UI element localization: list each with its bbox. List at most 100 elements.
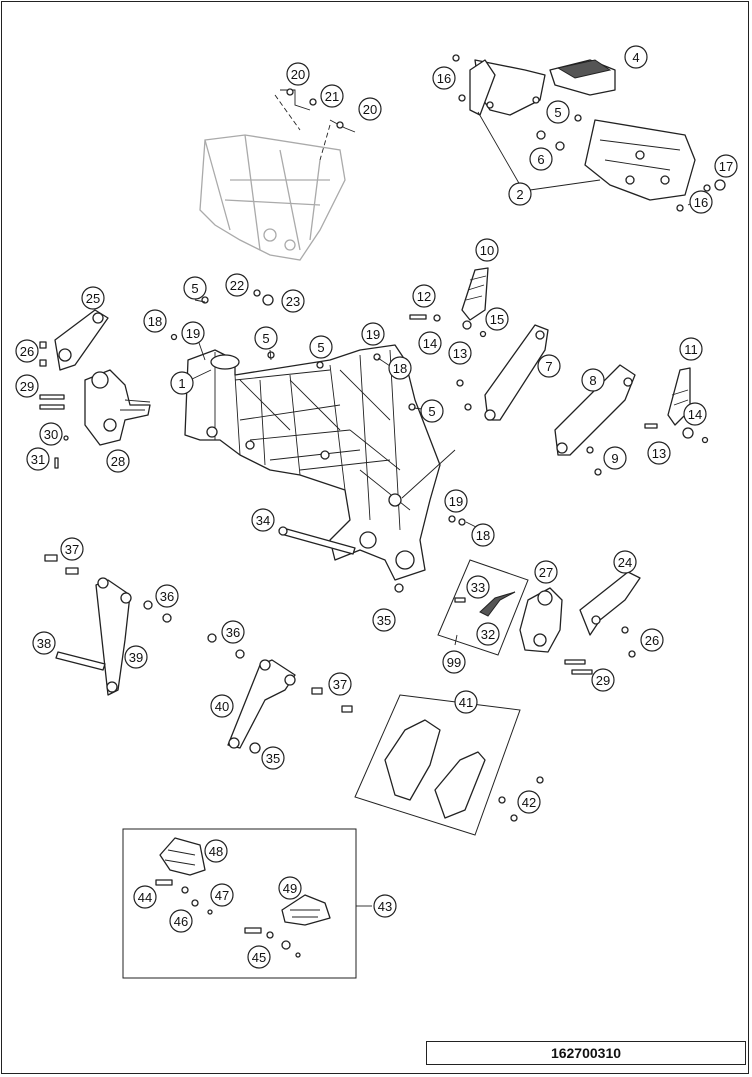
callout-circle [537, 354, 561, 378]
callout-49: 49 [278, 876, 302, 900]
callout-circle [254, 326, 278, 350]
callout-2: 2 [508, 182, 532, 206]
callout-29: 29 [15, 374, 39, 398]
callout-circle [60, 537, 84, 561]
callout-label: 21 [325, 89, 339, 104]
callout-5: 5 [254, 326, 278, 350]
callout-35: 35 [372, 608, 396, 632]
footrest-bracket-left [54, 309, 109, 371]
callout-8: 8 [581, 368, 605, 392]
callout-circle [476, 622, 500, 646]
callout-43: 43 [373, 894, 397, 918]
callout-18: 18 [388, 356, 412, 380]
callout-30: 30 [39, 422, 63, 446]
main-frame [184, 344, 441, 581]
kit-box-99 [437, 559, 529, 656]
footrest-bracket-7 [484, 324, 549, 421]
callout-circle [358, 97, 382, 121]
callout-circle [640, 628, 664, 652]
callout-label: 5 [191, 281, 198, 296]
footrest-bracket-8 [554, 364, 636, 456]
callout-label: 34 [256, 513, 270, 528]
callout-circle [309, 335, 333, 359]
callout-label: 48 [209, 844, 223, 859]
callout-circle [251, 508, 275, 532]
callout-1: 1 [170, 371, 194, 395]
callout-circle [444, 489, 468, 513]
callout-circle [442, 650, 466, 674]
side-cover-4 [549, 59, 616, 96]
callout-circle [475, 238, 499, 262]
leader-lines [189, 111, 699, 529]
callout-circle [143, 309, 167, 333]
ghost-frame-reference [199, 134, 346, 261]
callout-label: 37 [65, 542, 79, 557]
callout-5: 5 [183, 276, 207, 300]
callout-label: 19 [449, 494, 463, 509]
callout-33: 33 [466, 575, 490, 599]
callout-label: 19 [186, 326, 200, 341]
callout-label: 1 [178, 376, 185, 391]
drawing-number-box: 162700310 [426, 1041, 746, 1065]
callout-label: 20 [363, 102, 377, 117]
callout-13: 13 [647, 441, 671, 465]
callout-label: 18 [148, 314, 162, 329]
kit-box-41 [354, 694, 544, 836]
callout-circle [591, 668, 615, 692]
callout-circle [210, 694, 234, 718]
callout-label: 18 [393, 361, 407, 376]
callout-circle [183, 276, 207, 300]
callout-circle [170, 371, 194, 395]
callout-label: 29 [20, 379, 34, 394]
brake-pedal-unit [84, 369, 151, 446]
callout-14: 14 [683, 402, 707, 426]
callout-label: 32 [481, 627, 495, 642]
callout-label: 13 [652, 446, 666, 461]
callout-label: 42 [522, 795, 536, 810]
callout-16: 16 [689, 190, 713, 214]
callout-circle [320, 84, 344, 108]
callout-label: 29 [596, 673, 610, 688]
callout-38: 38 [32, 631, 56, 655]
callout-label: 41 [459, 695, 473, 710]
callout-19: 19 [181, 321, 205, 345]
callout-label: 22 [230, 278, 244, 293]
callout-circle [286, 62, 310, 86]
callout-36: 36 [221, 620, 245, 644]
callout-label: 16 [437, 71, 451, 86]
callout-label: 11 [684, 342, 698, 357]
callout-15: 15 [485, 307, 509, 331]
callout-circle [39, 422, 63, 446]
callout-45: 45 [247, 945, 271, 969]
callout-circle [81, 286, 105, 310]
callout-circle [412, 284, 436, 308]
callout-label: 36 [160, 589, 174, 604]
callout-41: 41 [454, 690, 478, 714]
callout-label: 37 [333, 677, 347, 692]
footpeg-10 [461, 267, 489, 321]
callout-5: 5 [309, 335, 333, 359]
callout-40: 40 [210, 694, 234, 718]
callout-12: 12 [412, 284, 436, 308]
callout-10: 10 [475, 238, 499, 262]
callout-label: 12 [417, 289, 431, 304]
callout-label: 13 [453, 346, 467, 361]
callout-25: 25 [81, 286, 105, 310]
callout-circle [689, 190, 713, 214]
callout-circle [603, 446, 627, 470]
callout-circle [581, 368, 605, 392]
callout-circle [485, 307, 509, 331]
callout-11: 11 [679, 337, 703, 361]
side-panel-upper [469, 59, 546, 116]
callout-20: 20 [286, 62, 310, 86]
callout-circle [679, 337, 703, 361]
callout-circle [361, 322, 385, 346]
callout-label: 15 [490, 312, 504, 327]
callout-label: 44 [138, 890, 152, 905]
callout-label: 36 [226, 625, 240, 640]
callout-31: 31 [26, 447, 50, 471]
callout-circle [261, 746, 285, 770]
callout-circle [613, 550, 637, 574]
callout-circle [529, 147, 553, 171]
